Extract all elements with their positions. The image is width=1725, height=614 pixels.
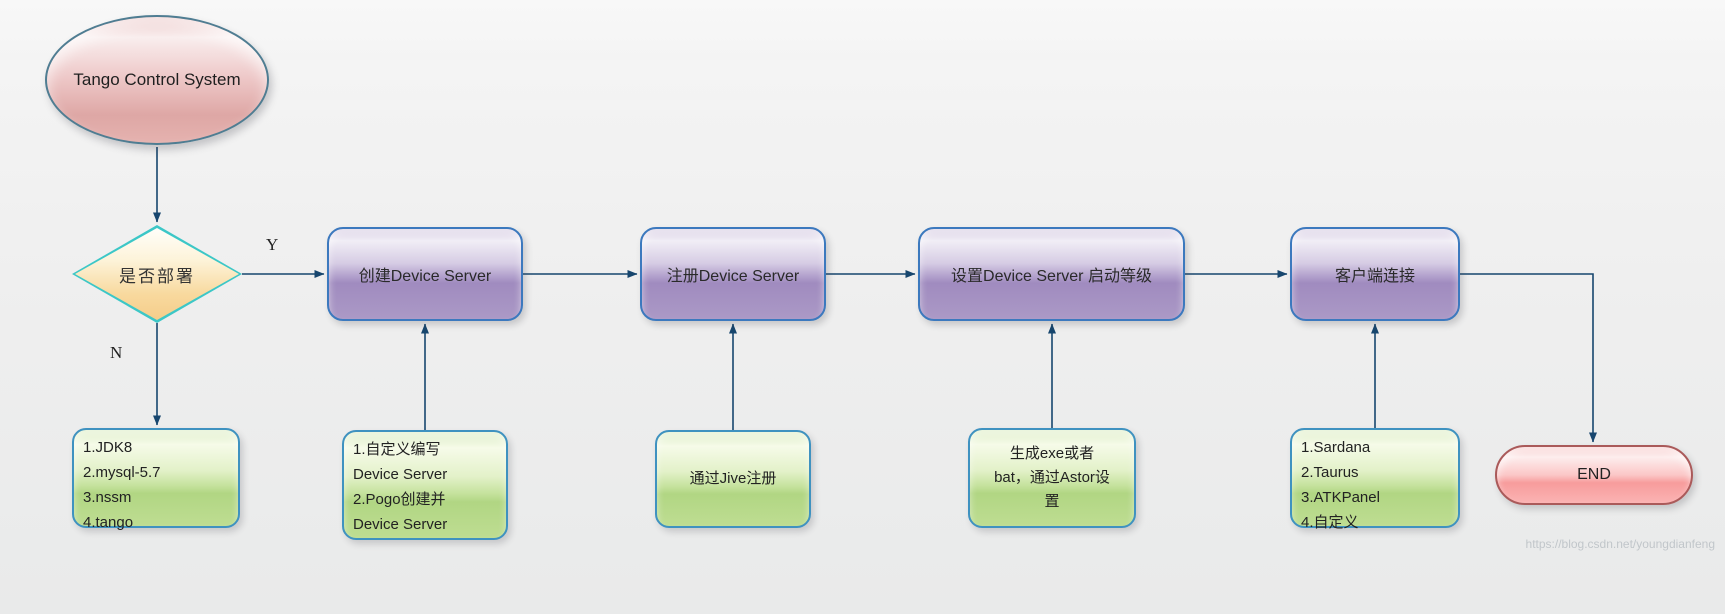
step-label: 创建Device Server	[358, 268, 492, 285]
note-line: 置	[1044, 493, 1060, 510]
note-line: 2.mysql-5.7	[83, 464, 161, 481]
start-ellipse: Tango Control System	[45, 15, 269, 145]
note-line: 3.ATKPanel	[1301, 489, 1380, 506]
note-client-tools: 1.Sardana 2.Taurus 3.ATKPanel 4.自定义	[1290, 428, 1460, 531]
note-line: 3.nssm	[83, 489, 132, 506]
note-line: Device Server	[353, 516, 448, 533]
note-line: 通过Jive注册	[689, 470, 777, 487]
note-line: 2.Taurus	[1301, 464, 1359, 481]
note-line: 1.Sardana	[1301, 439, 1371, 456]
note-environment-deps: 1.JDK8 2.mysql-5.7 3.nssm 4.tango	[72, 428, 240, 531]
note-astor-setup: 生成exe或者 bat，通过Astor设 置	[968, 428, 1136, 528]
step-label: 客户端连接	[1334, 268, 1415, 285]
decision-label: 是否部署	[119, 266, 195, 286]
step-create-device-server: 创建Device Server	[327, 227, 523, 321]
step-label: 注册Device Server	[666, 268, 800, 285]
no-branch-label: N	[110, 343, 123, 362]
yes-branch-label: Y	[266, 235, 279, 254]
note-create-methods: 1.自定义编写 Device Server 2.Pogo创建并 Device S…	[342, 430, 508, 540]
step-label: 设置Device Server 启动等级	[951, 268, 1152, 285]
note-line: bat，通过Astor设	[994, 469, 1110, 486]
end-pill: END	[1495, 445, 1693, 505]
step-client-connect: 客户端连接	[1290, 227, 1460, 321]
step-set-startup-level: 设置Device Server 启动等级	[918, 227, 1185, 321]
note-line: 4.tango	[83, 514, 134, 531]
step-register-device-server: 注册Device Server	[640, 227, 826, 321]
arrow-step4-to-end	[1460, 273, 1597, 443]
note-line: 4.自定义	[1301, 514, 1359, 531]
note-line: 1.JDK8	[83, 439, 133, 456]
note-jive-register: 通过Jive注册	[655, 430, 811, 528]
note-line: 2.Pogo创建并	[353, 491, 446, 508]
note-line: Device Server	[353, 466, 448, 483]
note-line: 1.自定义编写	[353, 441, 441, 458]
watermark: https://blog.csdn.net/youngdianfeng	[1525, 537, 1715, 551]
start-label: Tango Control System	[73, 70, 241, 89]
end-label: END	[1577, 466, 1611, 483]
note-line: 生成exe或者	[1009, 445, 1095, 462]
